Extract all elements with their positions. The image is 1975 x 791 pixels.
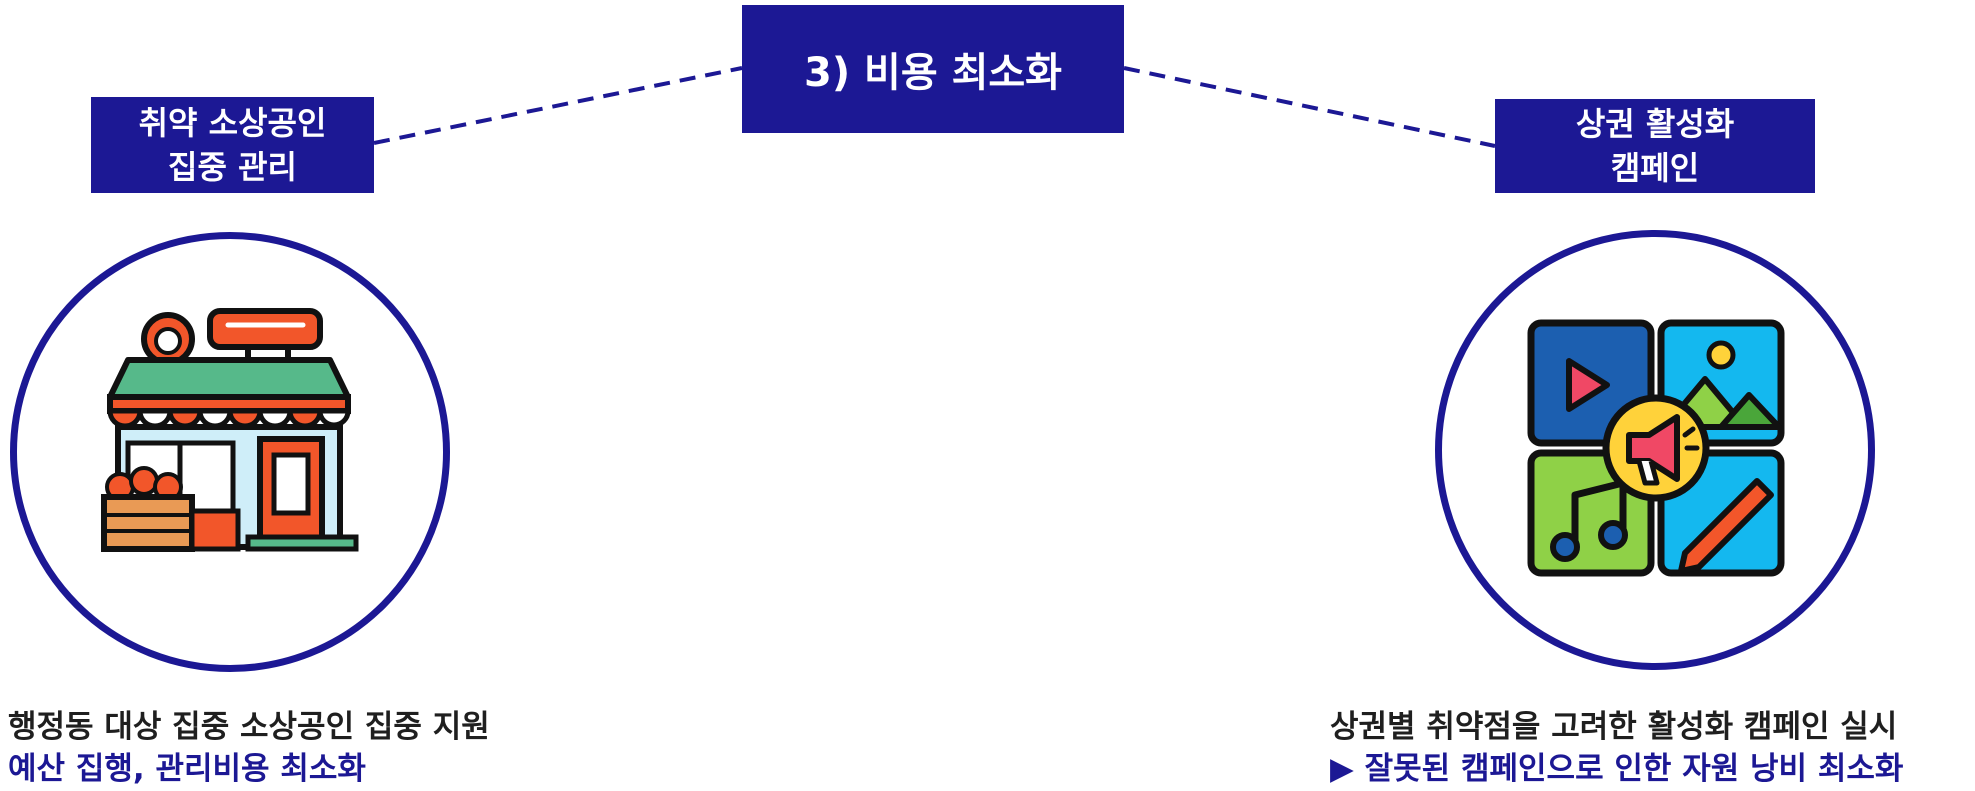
left-caption-line1: 행정동 대상 집중 소상공인 집중 지원 <box>8 709 490 745</box>
right-caption: 상권별 취약점을 고려한 활성화 캠페인 실시 ▶ 잘못된 캠페인으로 인한 자… <box>1330 706 1903 790</box>
media-campaign-icon <box>1527 319 1785 577</box>
right-title-line1: 상권 활성화 <box>1575 105 1735 143</box>
left-title-box: 취약 소상공인 집중 관리 <box>91 97 374 193</box>
right-title-line2: 캠페인 <box>1610 149 1700 187</box>
connector-right <box>1123 66 1496 148</box>
left-caption: 행정동 대상 집중 소상공인 집중 지원 예산 집행, 관리비용 최소화 <box>8 706 490 790</box>
storefront-icon <box>101 308 359 552</box>
connector-left <box>373 66 743 145</box>
center-title-label: 3) 비용 최소화 <box>804 50 1062 96</box>
left-caption-line2: 예산 집행, 관리비용 최소화 <box>8 751 366 787</box>
right-caption-line1: 상권별 취약점을 고려한 활성화 캠페인 실시 <box>1330 709 1898 745</box>
left-title-line1: 취약 소상공인 <box>138 104 327 142</box>
right-title-box: 상권 활성화 캠페인 <box>1495 99 1815 193</box>
left-title-line2: 집중 관리 <box>168 148 297 186</box>
center-title-box: 3) 비용 최소화 <box>742 5 1124 133</box>
right-caption-line2: ▶ 잘못된 캠페인으로 인한 자원 낭비 최소화 <box>1330 751 1904 787</box>
